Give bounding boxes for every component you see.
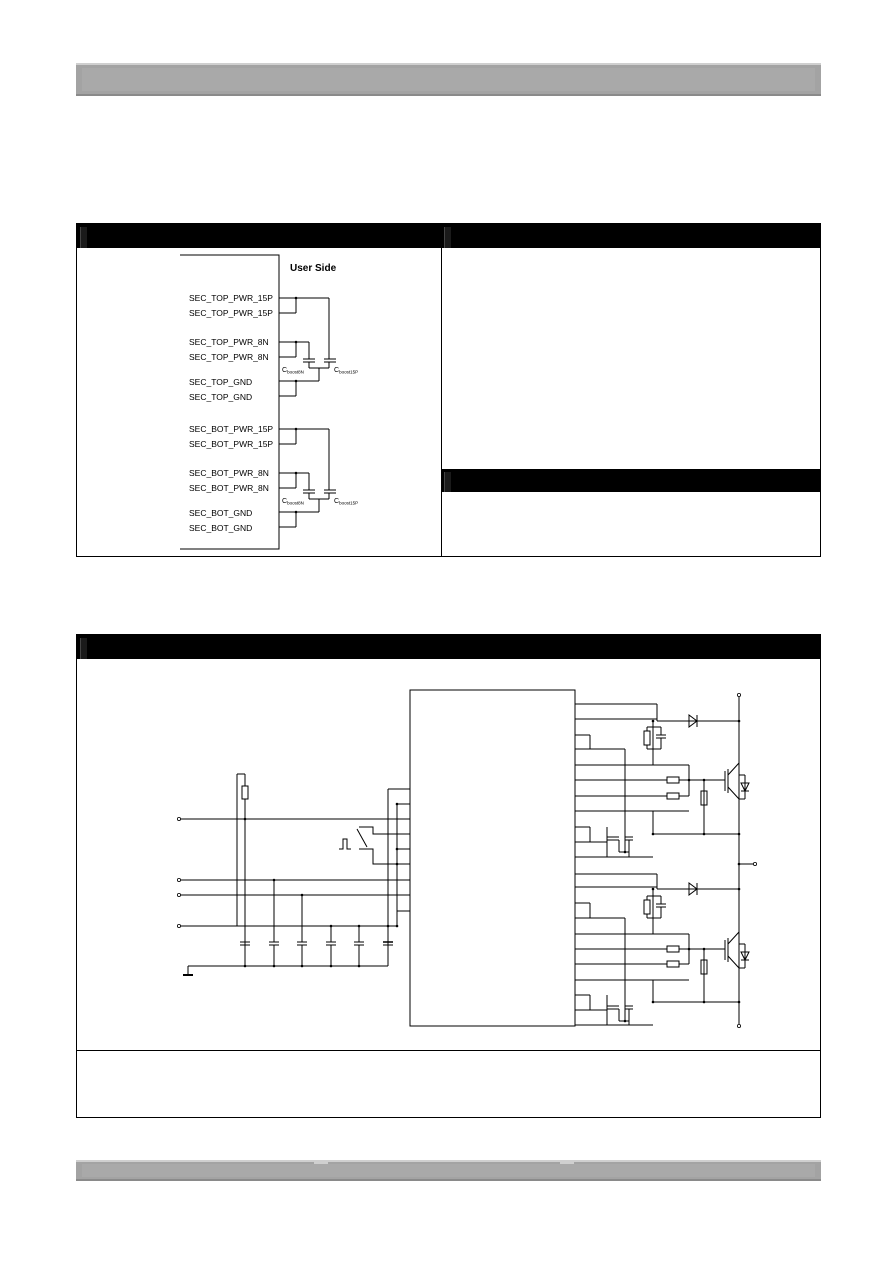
pin-label: SEC_TOP_GND — [189, 392, 252, 402]
table-header-left — [77, 224, 441, 248]
pin-label: SEC_BOT_PWR_15P — [189, 424, 273, 434]
pin-label: SEC_BOT_PWR_15P — [189, 439, 273, 449]
pin-label: SEC_BOT_GND — [189, 508, 252, 518]
connection-table: User Side SEC_TOP_PWR_15P SEC_TOP_PWR_15… — [76, 223, 821, 557]
pin-label: SEC_BOT_GND — [189, 523, 252, 533]
capacitor-label: Cboost8N — [282, 367, 304, 375]
figure-header — [77, 635, 820, 659]
pin-label: SEC_TOP_PWR_15P — [189, 308, 273, 318]
capacitor-label: Cboost15P — [334, 498, 358, 506]
pin-label: SEC_BOT_PWR_8N — [189, 468, 269, 478]
table-header-right — [442, 224, 820, 248]
user-side-connector-diagram: User Side SEC_TOP_PWR_15P SEC_TOP_PWR_15… — [180, 254, 358, 550]
page-footer-bar — [76, 1160, 821, 1181]
capacitor-label: Cboost8N — [282, 498, 304, 506]
table-subheader-right — [442, 469, 820, 492]
page-header-bar — [76, 63, 821, 96]
pin-label: SEC_TOP_GND — [189, 377, 252, 387]
pin-label: SEC_TOP_PWR_8N — [189, 352, 269, 362]
capacitor-label: Cboost15P — [334, 367, 358, 375]
pin-label: SEC_TOP_PWR_15P — [189, 293, 273, 303]
pin-label: SEC_TOP_PWR_8N — [189, 337, 269, 347]
pin-label: SEC_BOT_PWR_8N — [189, 483, 269, 493]
connector-title: User Side — [290, 263, 337, 274]
gate-driver-schematic — [177, 689, 758, 1028]
circuit-figure-box — [76, 634, 821, 1118]
